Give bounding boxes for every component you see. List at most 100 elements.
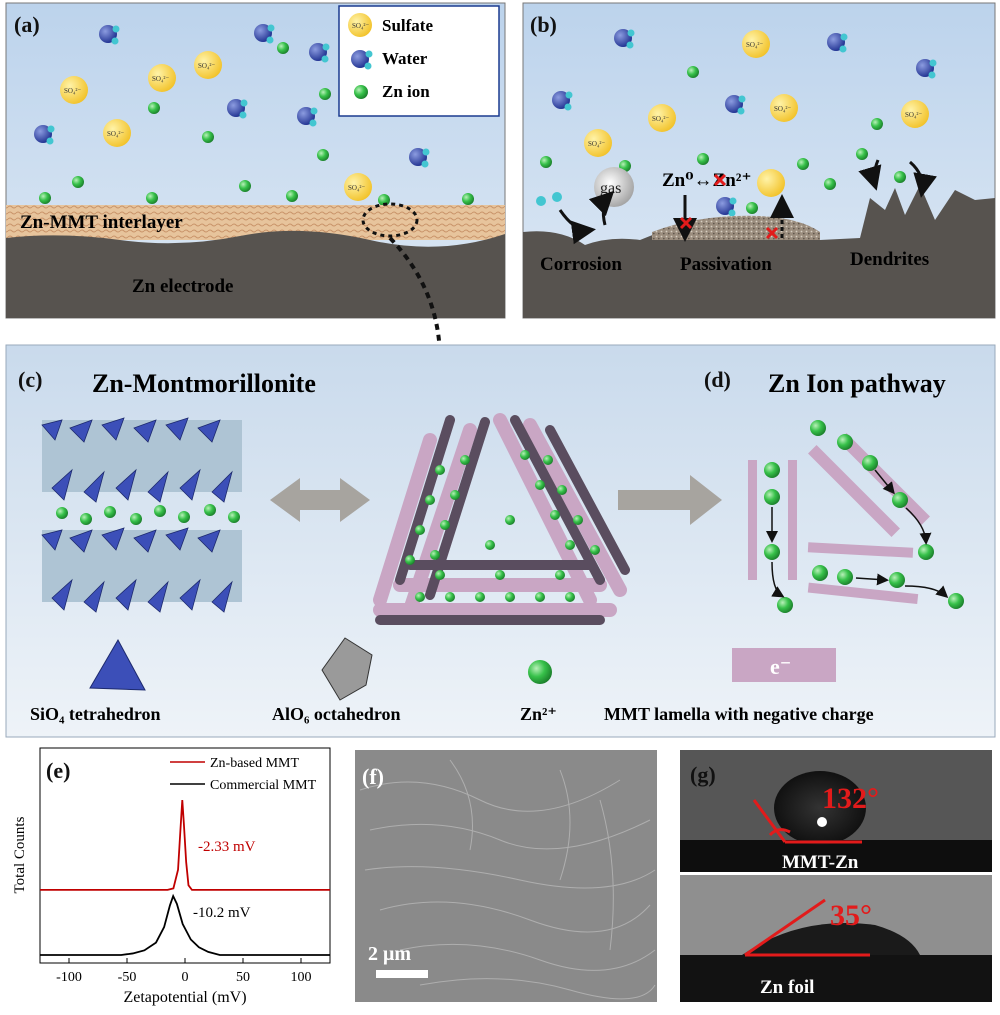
angle-top: 132° (822, 782, 879, 815)
legend-sio4: SiO₄ tetrahedron (30, 704, 161, 724)
series-line-1 (40, 893, 330, 956)
electron-label: e⁻ (770, 654, 791, 679)
zn-mmt-interlayer (6, 205, 505, 240)
panel-g-letter: (g) (690, 762, 716, 787)
zoom-arrow (388, 236, 442, 361)
legend-water: Water (382, 49, 428, 68)
zn-ion-icon (528, 660, 552, 684)
panel-e-letter: (e) (46, 758, 70, 783)
legend-lamella: MMT lamella with negative charge (604, 704, 874, 724)
zn-surface-b (523, 185, 995, 318)
panel-cd: (c) Zn-Montmorillonite (d) Zn Ion pathwa… (5, 344, 996, 738)
angle-lines-bottom (744, 898, 870, 957)
water-molecules (34, 24, 430, 168)
water-legend-h-icon (365, 50, 373, 58)
x-tick-label: 100 (291, 970, 312, 985)
panel-c-letter: (c) (18, 367, 42, 392)
zn-ion-legend-icon (354, 85, 368, 99)
svg-text:SO₄²⁻: SO₄²⁻ (746, 41, 763, 49)
sulfate-ions-b: SO₄²⁻ SO₄²⁻ SO₄²⁻ SO₄²⁻ SO₄²⁻ (584, 30, 929, 197)
x-tick-label: 0 (182, 970, 189, 985)
svg-text:SO₄²⁻: SO₄²⁻ (905, 111, 922, 119)
reaction-label: Zn⁰↔Zn²⁺ (662, 170, 752, 191)
legend-alo6: AlO₆ octahedron (272, 704, 401, 724)
water-molecules-b (552, 29, 937, 217)
panel-b-letter: (b) (530, 12, 557, 37)
interlayer-label: Zn-MMT interlayer (20, 212, 183, 233)
gas-label: gas (600, 180, 621, 197)
annotation-black: -10.2 mV (193, 905, 251, 921)
hydrogen-icon-2 (552, 192, 562, 202)
panel-d-letter: (d) (704, 367, 731, 392)
scale-bar (376, 970, 428, 978)
electrode-label: Zn electrode (132, 276, 234, 297)
svg-text:SO₄²⁻: SO₄²⁻ (588, 140, 605, 148)
sem-texture (359, 759, 656, 1000)
hydrogen-icon (536, 196, 546, 206)
lamella-legend-bar (732, 648, 836, 682)
dendrite-arrow-2 (908, 160, 937, 198)
right-arrow (618, 475, 722, 525)
label-top: MMT-Zn (782, 852, 859, 873)
water-legend-icon (351, 50, 369, 68)
panel-e: (e) -100 -50 0 50 100 Total Counts Zetapoten… (12, 747, 331, 1006)
corrosion-arrow (558, 209, 596, 245)
svg-text:SO₄²⁻: SO₄²⁻ (774, 105, 791, 113)
x-axis-label: Zetapotential (mV) (123, 989, 246, 1006)
panel-f-letter: (f) (362, 764, 384, 789)
corrosion-label: Corrosion (540, 254, 622, 275)
zn-ions-b (540, 66, 906, 214)
svg-text:SO₄²⁻: SO₄²⁻ (152, 75, 169, 83)
legend-sulfate: Sulfate (382, 16, 433, 35)
svg-text:SO₄²⁻: SO₄²⁻ (64, 87, 81, 95)
panel-d-title: Zn Ion pathway (768, 369, 946, 398)
sulfate-ions: SO₄²⁻ SO₄²⁻ SO₄²⁻ SO₄²⁻ SO₄²⁻ (60, 51, 372, 201)
y-axis-label: Total Counts (12, 816, 28, 893)
tetrahedron-icon (89, 638, 146, 691)
panel-a-letter: (a) (14, 12, 40, 37)
zn-ions-a (39, 42, 474, 206)
svg-text:SO₄²⁻: SO₄²⁻ (652, 115, 669, 123)
dendrites-label: Dendrites (850, 249, 929, 270)
legend-zn-based-mmt: Zn-based MMT (210, 756, 299, 771)
svg-text:SO₄²⁻: SO₄²⁻ (348, 184, 365, 192)
legend-zn-ion: Zn ion (382, 82, 430, 101)
sem-image (355, 750, 657, 1002)
montmorillonite-structure (41, 417, 242, 613)
panel-f: (f) 2 μm (355, 750, 657, 1002)
panel-g: (g) 132° MMT-Zn 35° Zn foil (680, 750, 992, 1002)
x-tick-label: -100 (56, 970, 82, 985)
sulfate-icon-glyph: SO₄²⁻ (352, 22, 369, 30)
label-bottom: Zn foil (760, 977, 814, 998)
double-arrow (270, 478, 370, 522)
angle-lines-top (752, 799, 862, 844)
annotation-red: -2.33 mV (198, 839, 256, 855)
x-tick-label: -50 (118, 970, 137, 985)
x-tick-label: 50 (236, 970, 250, 985)
panel-b: (b) SO₄²⁻ SO₄²⁻ SO₄²⁻ SO₄²⁻ SO₄²⁻ (522, 2, 996, 319)
zn-ion-pathway (748, 420, 964, 613)
panel-a: (a) SO₄²⁻ Sulfate Water Zn ion SO₄²⁻ SO₄… (5, 2, 506, 319)
legend-zn: Zn²⁺ (520, 704, 557, 724)
panel-c-title: Zn-Montmorillonite (92, 369, 316, 398)
sulfate-legend-icon (348, 13, 372, 37)
scale-bar-label: 2 μm (368, 943, 411, 965)
water-legend-h2-icon (364, 62, 372, 70)
svg-text:SO₄²⁻: SO₄²⁻ (107, 130, 124, 138)
series-line-0 (40, 799, 330, 891)
droplet-top (774, 771, 866, 845)
angle-bottom: 35° (830, 899, 872, 932)
x-ticks: -100 -50 0 50 100 (56, 958, 312, 985)
lamella-triangle (373, 413, 630, 625)
svg-text:SO₄²⁻: SO₄²⁻ (198, 62, 215, 70)
dendrite-arrow-1 (858, 159, 882, 191)
zoom-circle (361, 202, 419, 238)
passivation-label: Passivation (680, 254, 772, 275)
legend-commercial-mmt: Commercial MMT (210, 778, 317, 793)
zn-electrode (6, 230, 505, 318)
octahedron-icon (321, 637, 373, 701)
red-cross-icons (679, 173, 779, 240)
chart-series (40, 799, 330, 956)
droplet-bottom (742, 923, 920, 955)
